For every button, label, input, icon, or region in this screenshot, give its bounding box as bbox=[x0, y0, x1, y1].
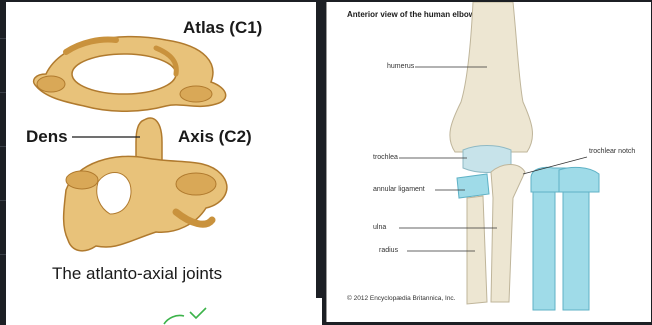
atlanto-axial-figure: Atlas (C1) Axis (C2) Dens The atlanto-ax… bbox=[6, 2, 316, 298]
annular-ligament bbox=[457, 174, 489, 198]
trochlea-label: trochlea bbox=[373, 154, 398, 161]
dens-label: Dens bbox=[26, 127, 68, 147]
trochlear-notch-label: trochlear notch bbox=[589, 148, 635, 155]
annular-ligament-label: annular ligament bbox=[373, 186, 425, 193]
ulna-bone bbox=[491, 165, 525, 303]
atlas-bone bbox=[34, 37, 226, 112]
humerus-label: humerus bbox=[387, 63, 414, 70]
elbow-illustration bbox=[327, 2, 651, 322]
trochlear-notch-model bbox=[531, 167, 599, 310]
radius-label: radius bbox=[379, 247, 398, 254]
green-annotation-mark bbox=[6, 298, 322, 325]
figure-caption: The atlanto-axial joints bbox=[52, 264, 222, 284]
humerus-bone bbox=[450, 2, 533, 152]
bottom-strip bbox=[6, 298, 322, 325]
ulna-label: ulna bbox=[373, 224, 386, 231]
radius-bone bbox=[467, 196, 487, 304]
axis-label: Axis (C2) bbox=[178, 127, 252, 147]
copyright-notice: © 2012 Encyclopædia Britannica, Inc. bbox=[347, 295, 456, 302]
vertebrae-illustration bbox=[6, 2, 316, 298]
elbow-figure: Anterior view of the human elbow humerus… bbox=[326, 2, 651, 322]
atlas-label: Atlas (C1) bbox=[183, 18, 262, 38]
